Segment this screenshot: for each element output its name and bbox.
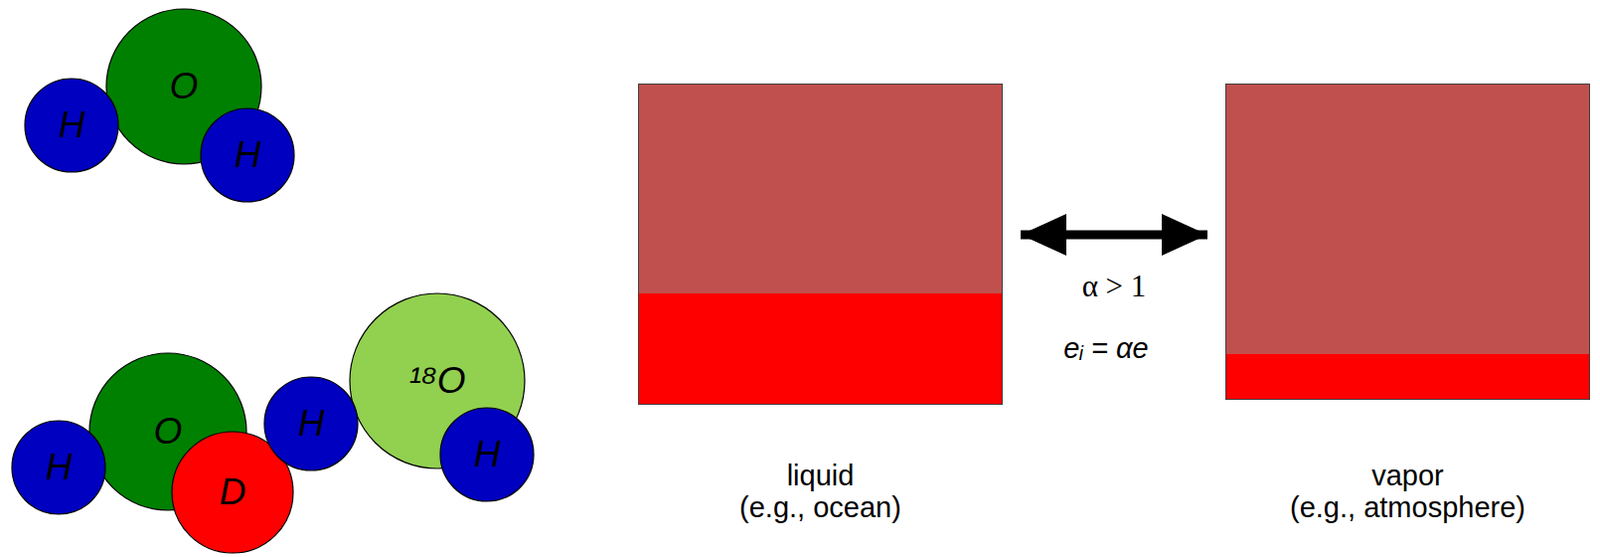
hydrogen-atom: H — [199, 107, 296, 203]
heavy-isotope-band — [1226, 353, 1591, 400]
fractionation-factor: α > 1 — [1078, 269, 1151, 304]
atom-symbol: H — [474, 434, 501, 475]
reservoir-border — [1226, 84, 1591, 400]
atom-symbol: O — [154, 411, 183, 452]
atom-symbol: H — [45, 447, 73, 487]
reservoir-example: (e.g., ocean) — [739, 490, 902, 523]
liquid-reservoir: liquid(e.g., ocean) — [638, 83, 1003, 405]
reservoir-name: vapor — [1289, 459, 1526, 491]
hydrogen-atom: H — [23, 77, 120, 173]
reservoir-caption: liquid(e.g., ocean) — [739, 459, 902, 523]
atom-disc — [200, 108, 295, 202]
reservoir-name: liquid — [739, 459, 902, 491]
atom-disc — [440, 407, 534, 501]
hydrogen-atom: H — [10, 419, 107, 515]
hydrogen-atom: H — [439, 406, 535, 502]
atom-symbol: O — [169, 66, 199, 107]
atom-disc — [11, 420, 106, 514]
reservoir-border — [639, 84, 1003, 405]
reservoir-example: (e.g., atmosphere) — [1289, 490, 1526, 523]
atom-disc — [24, 78, 119, 172]
reservoir-bulk — [1226, 84, 1591, 400]
atom-symbol: H — [298, 403, 325, 444]
atom-symbol: ¹⁸O — [408, 360, 466, 401]
vapor-reservoir: vapor(e.g., atmosphere) — [1225, 83, 1591, 400]
atom-symbol: H — [58, 105, 86, 146]
atom-symbol: D — [219, 472, 247, 512]
vapor-pressure-relation: eᵢ = αe — [1063, 331, 1148, 364]
reservoir-caption: vapor(e.g., atmosphere) — [1289, 459, 1526, 523]
atom-disc — [264, 376, 358, 471]
reservoir-bulk — [639, 84, 1003, 405]
reservoir-shape — [638, 83, 1003, 405]
heavy-isotope-band — [639, 293, 1003, 405]
atom-symbol: H — [234, 135, 262, 175]
reservoir-shape — [1225, 83, 1591, 400]
exchange-arrow — [1020, 230, 1208, 240]
hydrogen-atom: H — [263, 375, 359, 472]
